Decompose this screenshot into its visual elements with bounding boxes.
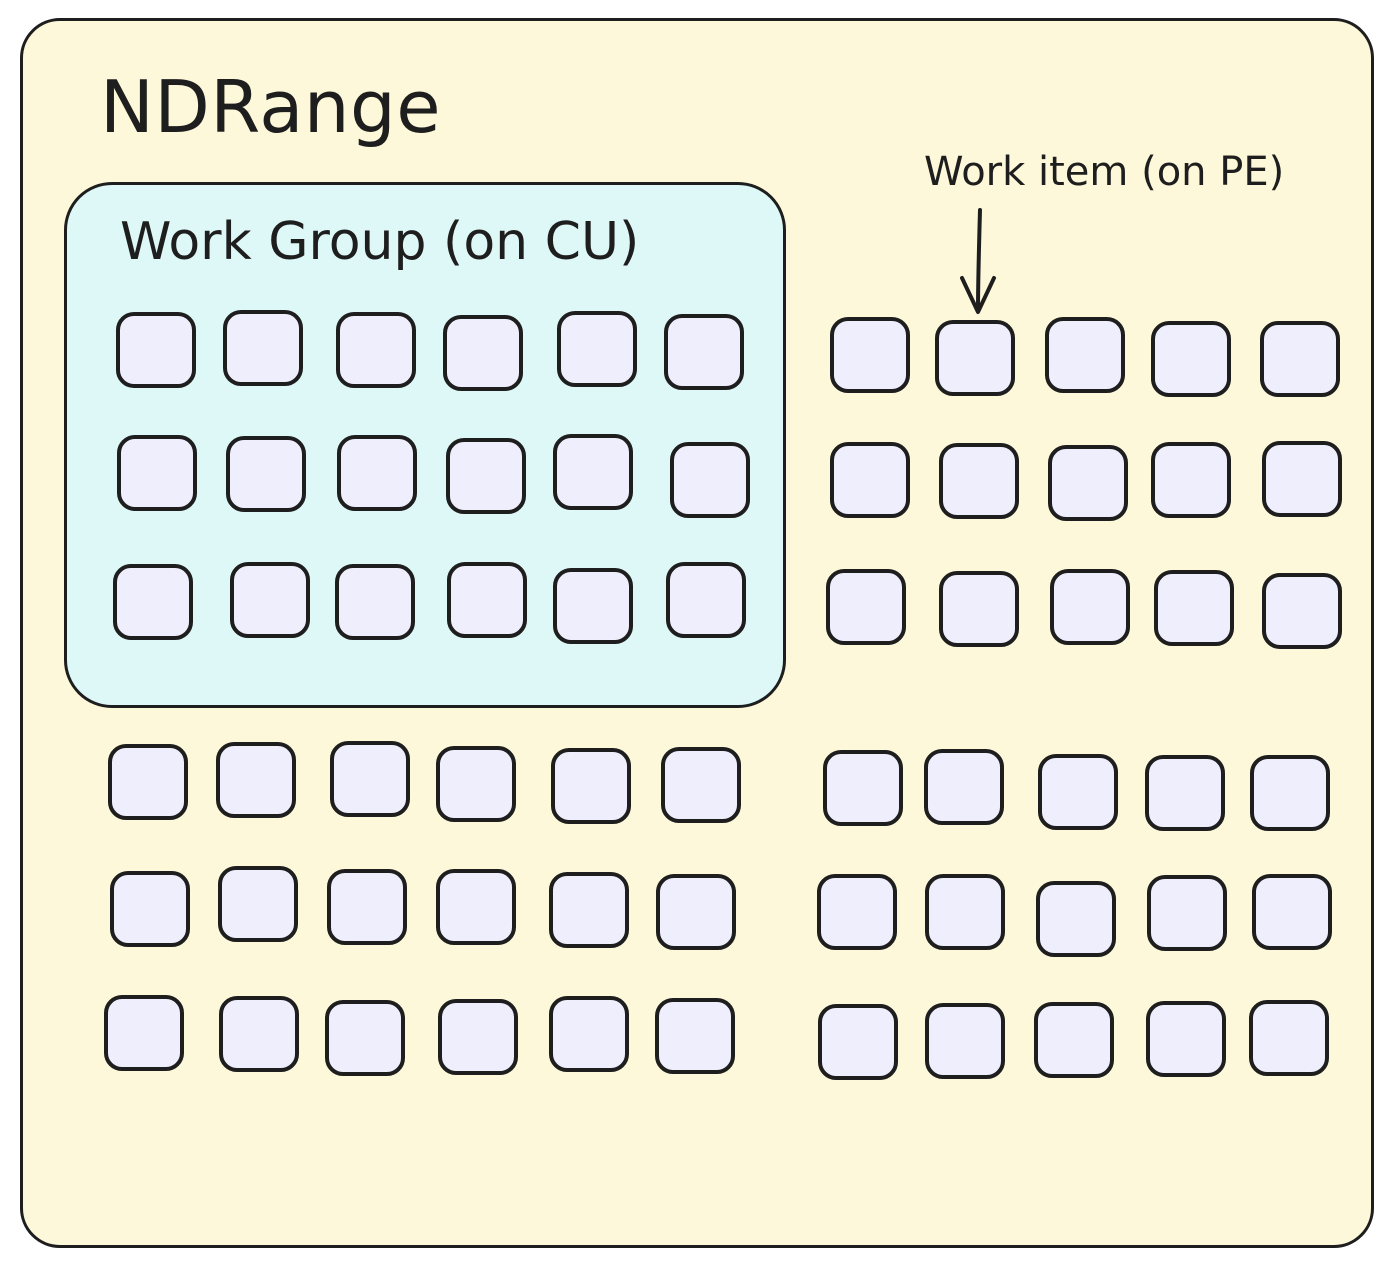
- work-item: [447, 562, 527, 638]
- work-item: [549, 872, 629, 948]
- work-item: [664, 314, 744, 390]
- work-item: [939, 571, 1019, 647]
- down-arrow-icon: [960, 208, 996, 314]
- work-item: [1249, 1000, 1329, 1076]
- work-item: [935, 320, 1015, 396]
- work-item: [335, 564, 415, 640]
- work-item: [551, 748, 631, 824]
- work-item: [110, 871, 190, 947]
- work-item: [817, 874, 897, 950]
- work-item: [443, 315, 523, 391]
- work-item: [1036, 881, 1116, 957]
- work-item: [1151, 321, 1231, 397]
- work-item: [1145, 755, 1225, 831]
- work-item: [925, 1003, 1005, 1079]
- work-item: [113, 564, 193, 640]
- work-item: [670, 442, 750, 518]
- work-item: [661, 747, 741, 823]
- work-item: [549, 996, 629, 1072]
- work-item: [223, 310, 303, 386]
- work-item: [104, 995, 184, 1071]
- work-item: [1262, 573, 1342, 649]
- work-item: [655, 998, 735, 1074]
- work-item: [1250, 755, 1330, 831]
- work-item: [216, 742, 296, 818]
- work-item: [553, 568, 633, 644]
- work-item: [1154, 570, 1234, 646]
- work-item: [1048, 445, 1128, 521]
- work-item: [826, 569, 906, 645]
- work-item: [1146, 1001, 1226, 1077]
- work-item: [337, 435, 417, 511]
- work-item: [108, 744, 188, 820]
- work-item: [939, 443, 1019, 519]
- work-item: [218, 866, 298, 942]
- work-item: [446, 438, 526, 514]
- work-item: [925, 874, 1005, 950]
- work-item: [327, 869, 407, 945]
- work-item: [219, 996, 299, 1072]
- work-item: [336, 312, 416, 388]
- work-item: [830, 317, 910, 393]
- work-item: [924, 749, 1004, 825]
- work-item: [823, 750, 903, 826]
- work-item: [1045, 317, 1125, 393]
- workgroup-title: Work Group (on CU): [120, 212, 640, 272]
- work-item: [656, 874, 736, 950]
- work-item: [116, 312, 196, 388]
- work-item: [557, 311, 637, 387]
- work-item: [325, 1000, 405, 1076]
- work-item: [230, 562, 310, 638]
- work-item: [818, 1004, 898, 1080]
- work-item: [1260, 321, 1340, 397]
- workitem-label: Work item (on PE): [924, 149, 1285, 195]
- work-item: [830, 442, 910, 518]
- work-item: [1151, 442, 1231, 518]
- work-item: [436, 869, 516, 945]
- work-item: [436, 746, 516, 822]
- work-item: [1038, 754, 1118, 830]
- work-item: [666, 562, 746, 638]
- work-item: [1147, 875, 1227, 951]
- work-item: [1034, 1002, 1114, 1078]
- work-item: [330, 741, 410, 817]
- work-item: [1252, 874, 1332, 950]
- work-item: [553, 434, 633, 510]
- work-item: [1262, 441, 1342, 517]
- work-item: [117, 435, 197, 511]
- work-item: [1050, 569, 1130, 645]
- work-item: [438, 999, 518, 1075]
- ndrange-title: NDRange: [100, 65, 441, 149]
- work-item: [226, 436, 306, 512]
